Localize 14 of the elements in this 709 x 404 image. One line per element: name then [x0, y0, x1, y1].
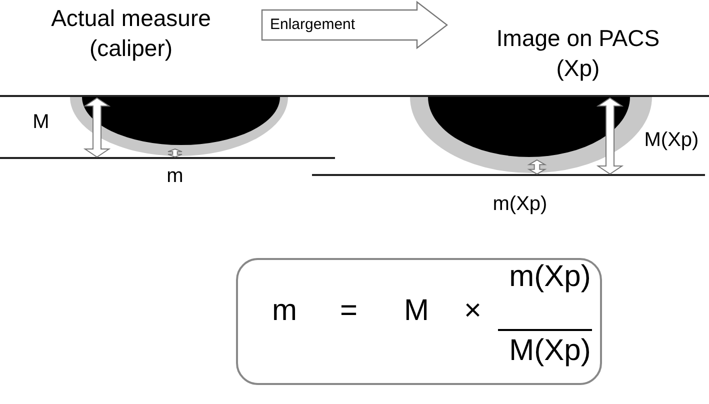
dimension-label: m: [166, 166, 184, 186]
heading-text: Image on PACS (Xp): [495, 24, 661, 83]
operator: ×: [464, 296, 482, 326]
edge-label: Enlargement: [268, 17, 358, 32]
operator: =: [340, 296, 358, 326]
formula-term: m(Xp): [508, 262, 592, 292]
formula-box: [236, 258, 602, 385]
dimension-label: M: [32, 112, 50, 132]
dimension-label: m(Xp): [492, 194, 548, 214]
formula-term: m: [272, 296, 297, 326]
formula-term: M(Xp): [508, 336, 592, 366]
formula-term: M: [404, 296, 429, 326]
heading-text: Actual measure (caliper): [50, 4, 212, 63]
dimension-label: M(Xp): [643, 130, 700, 150]
